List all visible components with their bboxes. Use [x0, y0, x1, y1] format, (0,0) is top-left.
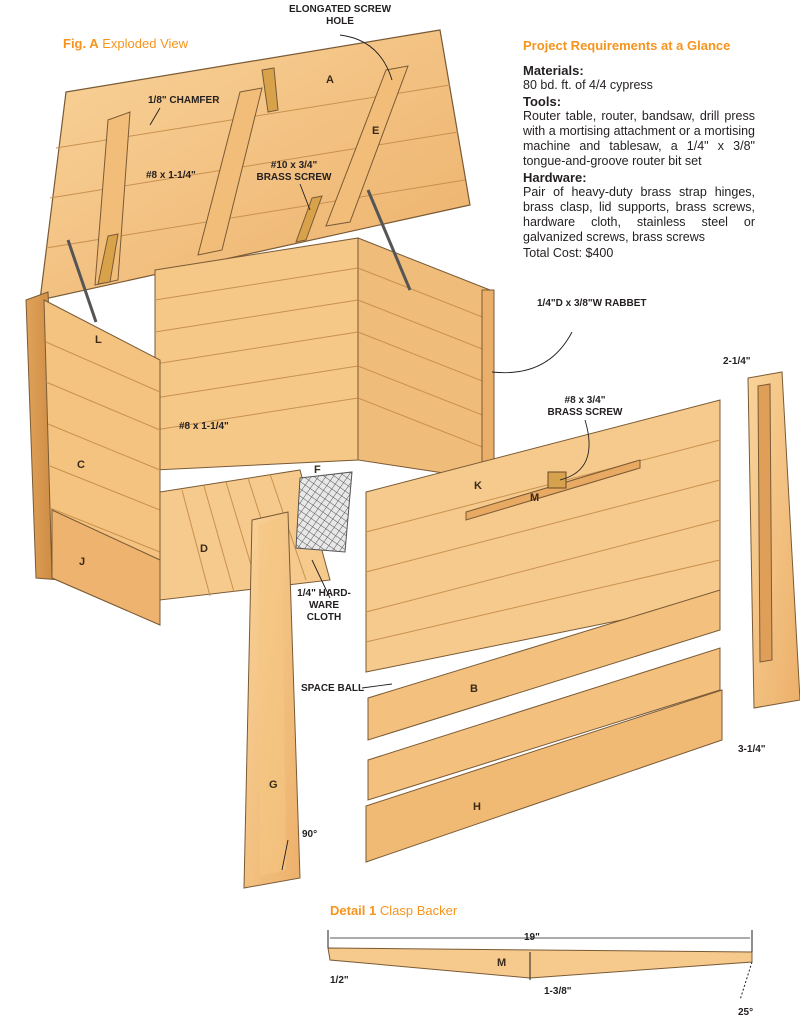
detail-part-m: M [497, 957, 507, 969]
callout-elongated-hole: ELONGATED SCREW HOLE [288, 4, 392, 27]
part-label-b: B [470, 683, 478, 695]
project-requirements: Project Requirements at a Glance Materia… [523, 38, 755, 261]
detail-name: Clasp Backer [379, 903, 458, 918]
part-label-d: D [200, 543, 208, 555]
right-side-panel [357, 237, 495, 481]
callout-angle-90: 90° [302, 829, 318, 840]
figure-title: Fig. A Exploded View [63, 36, 188, 51]
callout-space-ball: SPACE BALL [301, 683, 365, 694]
callout-screw-box: #8 x 1-1/4" [179, 421, 229, 432]
detail-dim-length: 19" [524, 932, 540, 943]
part-label-m: M [530, 492, 540, 504]
back-panel [154, 237, 359, 471]
detail-dim-left: 1/2" [330, 975, 349, 986]
callout-dim-2-1-4: 2-1/4" [723, 356, 751, 367]
hardware-text: Pair of heavy-duty brass strap hinges, b… [523, 184, 755, 245]
callout-hardware-cloth: 1/4" HARD-WARE CLOTH [297, 588, 351, 623]
tools-text: Router table, router, bandsaw, drill pre… [523, 108, 755, 169]
part-label-c: C [77, 459, 85, 471]
callout-chamfer: 1/8" CHAMFER [148, 95, 220, 106]
materials-label: Materials: [523, 63, 584, 79]
part-label-e: E [372, 125, 380, 137]
lid-supports [66, 189, 412, 323]
callout-screw-lid: #8 x 1-1/4" [146, 170, 196, 181]
part-label-l: L [95, 334, 102, 346]
detail-dim-angle: 25° [738, 1007, 754, 1018]
callout-rabbet: 1/4"D x 3/8"W RABBET [537, 298, 647, 309]
detail-title: Detail 1 Clasp Backer [330, 903, 457, 918]
lid-cleats-e [94, 65, 409, 286]
front-leg-g [243, 511, 301, 889]
hardware-cloth [295, 471, 353, 553]
detail-dim-center: 1-3/8" [544, 986, 572, 997]
part-label-j: J [79, 556, 86, 568]
right-leg [747, 371, 800, 709]
callout-dim-3-1-4: 3-1/4" [738, 744, 766, 755]
figure-prefix: Fig. A [63, 36, 99, 51]
part-label-h: H [473, 801, 481, 813]
figure-name: Exploded View [102, 36, 189, 51]
strap-hinges [97, 67, 323, 285]
part-label-g: G [269, 779, 278, 791]
front-rails-b [367, 589, 721, 801]
front-panel-k [365, 399, 721, 673]
tools-label: Tools: [523, 93, 562, 109]
part-label-k: K [474, 480, 482, 492]
clasp-backer-detail [327, 930, 753, 1001]
part-label-f: F [314, 464, 321, 476]
callout-brass-screw-10: #10 x 3/4" BRASS SCREW [256, 160, 332, 183]
requirements-heading: Project Requirements at a Glance [523, 38, 731, 53]
callout-leaders [149, 34, 590, 871]
detail-prefix: Detail 1 [330, 903, 377, 918]
part-label-a: A [326, 74, 334, 86]
total-cost: Total Cost: $400 [523, 245, 614, 260]
left-side-assembly [25, 291, 161, 626]
bottom-rail-h [365, 689, 723, 863]
hardware-label: Hardware: [523, 169, 587, 185]
callout-brass-screw-8: #8 x 3/4" BRASS SCREW [547, 395, 623, 418]
materials-text: 80 bd. ft. of 4/4 cypress [523, 78, 653, 93]
